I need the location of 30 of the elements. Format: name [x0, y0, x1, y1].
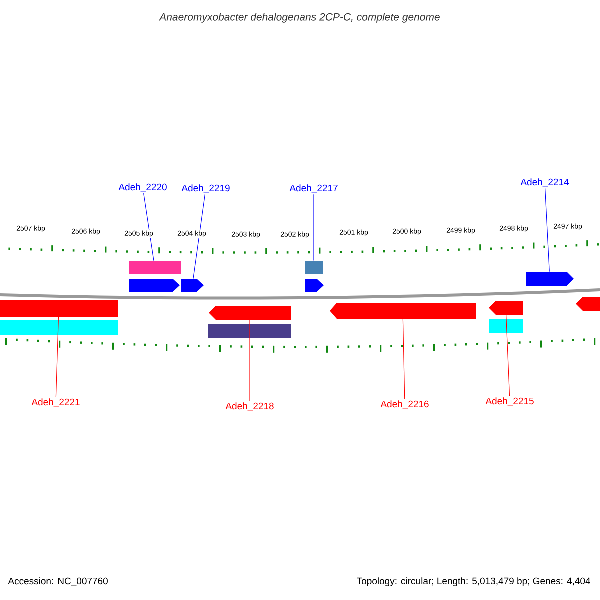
- genome-info-text: Topology: circular; Length: 5,013,479 bp; Genes: 4,404: [357, 578, 590, 586]
- title: Anaeromyxobacter dehalogenans 2CP-C, complete genome: [159, 13, 440, 23]
- gene-bar: [489, 319, 523, 333]
- leader-line: [56, 316, 60, 398]
- gene-label: Adeh_2220: [118, 184, 167, 192]
- gene-bar: [305, 261, 323, 274]
- gene-block: [526, 272, 574, 286]
- gene-label: Adeh_2218: [226, 402, 274, 412]
- gene-block: [209, 306, 291, 320]
- gene-block: [181, 279, 204, 292]
- gene-block: [330, 303, 476, 319]
- gene-label: Adeh_2217: [290, 184, 338, 194]
- leader-line: [402, 318, 406, 400]
- gene-label: Adeh_2215: [486, 398, 534, 406]
- gene-block: [489, 301, 523, 315]
- gene-label: Adeh_2214: [520, 178, 570, 188]
- gene-bar: [0, 320, 118, 335]
- accession-text: Accession: NC_007760: [8, 578, 108, 586]
- gene-bar: [129, 261, 181, 274]
- leader-line: [193, 194, 206, 280]
- gene-label: Adeh_2216: [380, 400, 429, 410]
- gene-bar: [208, 324, 291, 338]
- gene-label: Adeh_2219: [182, 184, 230, 194]
- leader-line: [144, 193, 154, 262]
- leader-line: [506, 314, 510, 397]
- gene-bar: [0, 300, 118, 317]
- gene-block: [576, 297, 600, 311]
- gene-block: [305, 279, 324, 292]
- leader-line: [545, 188, 550, 272]
- gene-label: Adeh_2221: [32, 398, 80, 408]
